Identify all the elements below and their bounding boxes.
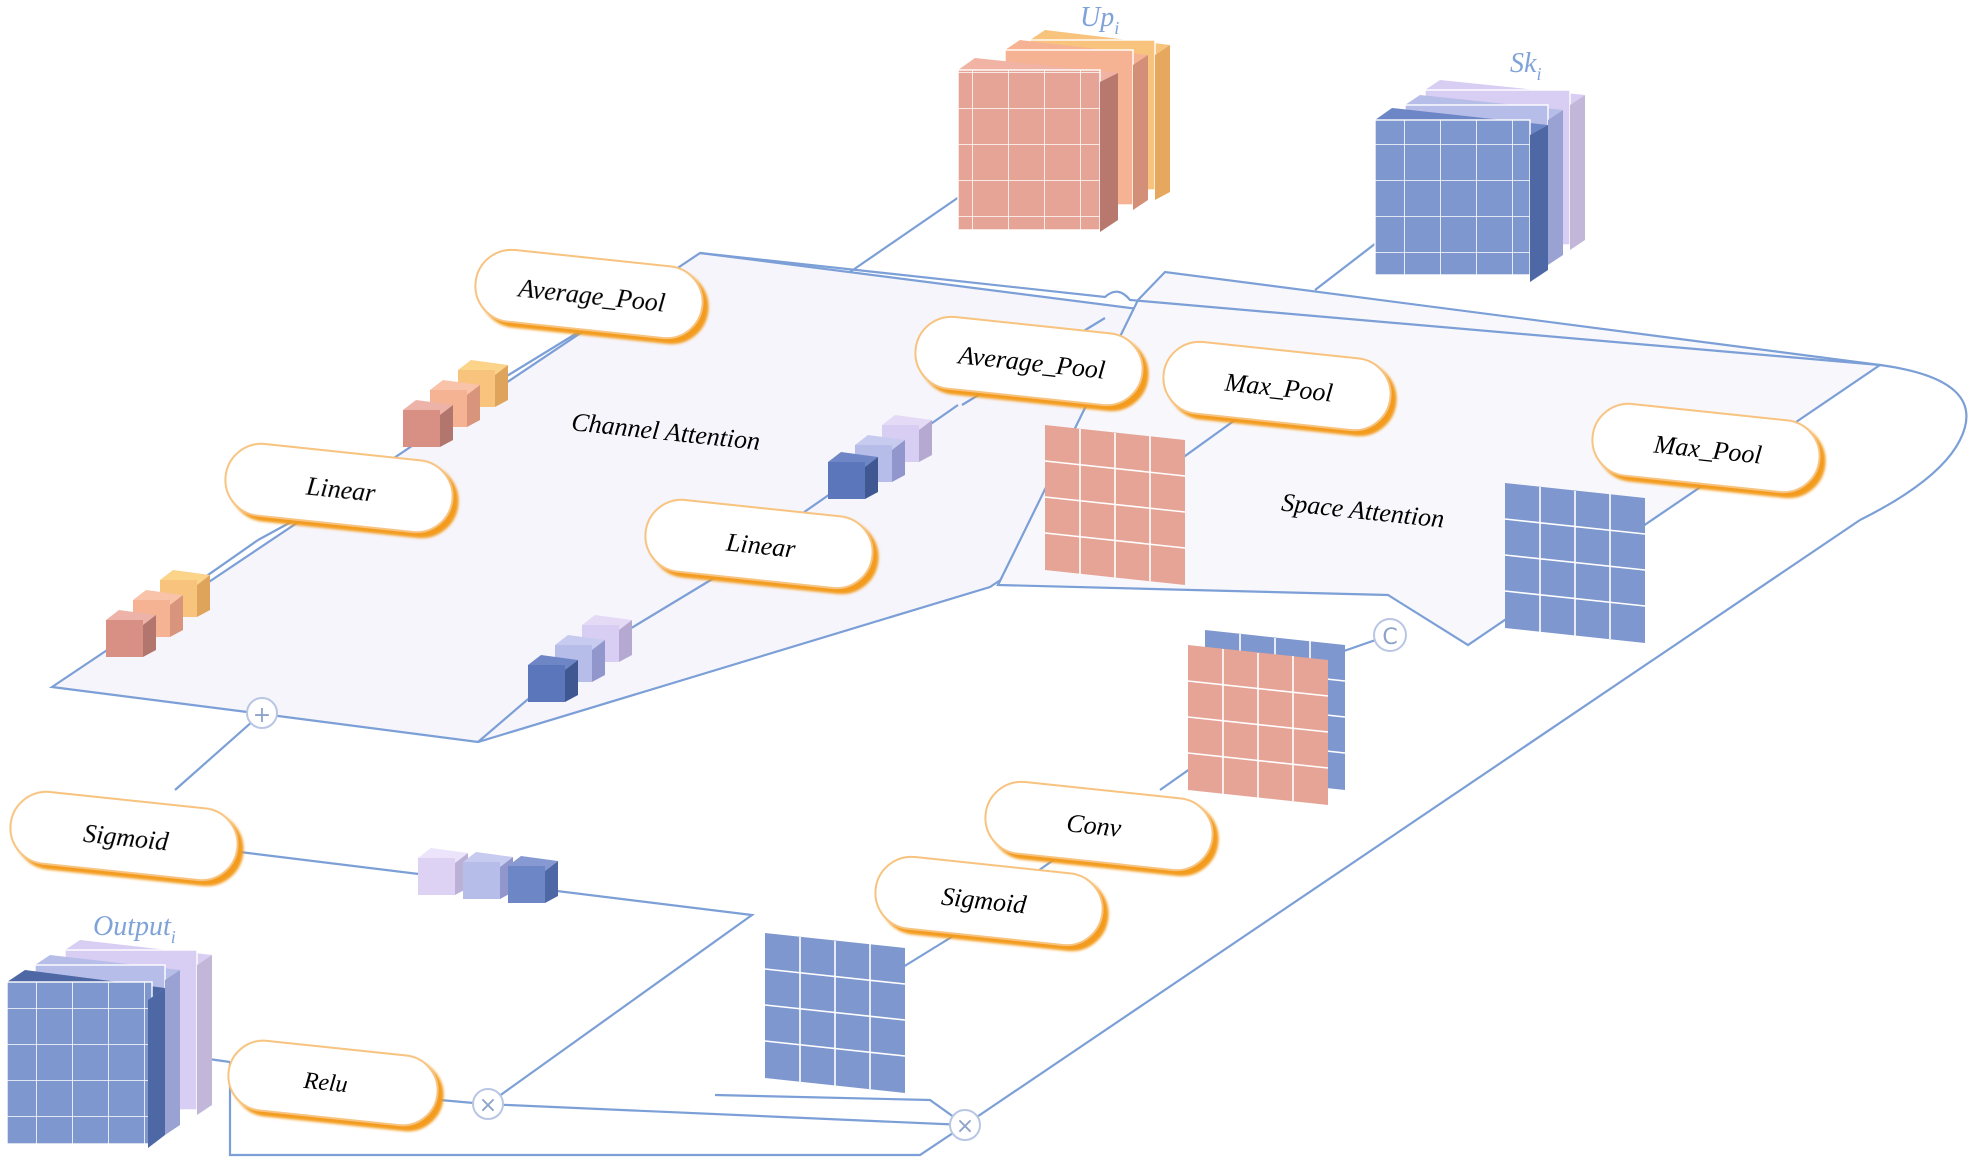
skip-title: Ski bbox=[1510, 48, 1541, 84]
sigmoid-node-2 bbox=[874, 855, 1104, 947]
svg-text:C: C bbox=[1382, 625, 1397, 650]
channel-weight-vector bbox=[418, 848, 558, 903]
output-feature-block bbox=[6, 940, 212, 1148]
svg-text:×: × bbox=[479, 1093, 497, 1118]
max-pool-node-2 bbox=[1591, 402, 1821, 494]
pooled-vector-warm-1 bbox=[403, 360, 508, 447]
conv-node bbox=[984, 780, 1214, 872]
pooled-vector-cool-2 bbox=[528, 615, 632, 702]
pooled-vector-cool-1 bbox=[828, 415, 932, 499]
space-map-pink bbox=[1044, 425, 1186, 585]
concat-operator: C bbox=[1373, 618, 1407, 652]
linear-node-1 bbox=[224, 442, 454, 534]
up-title: Upi bbox=[1080, 2, 1119, 38]
skip-feature-block bbox=[1374, 80, 1585, 282]
multiply-operator-2: × bbox=[949, 1109, 981, 1141]
output-title: Outputi bbox=[93, 911, 176, 947]
relu-node bbox=[227, 1039, 439, 1127]
relu-label: Relu bbox=[302, 1068, 349, 1099]
avg-pool-node-1 bbox=[474, 248, 704, 340]
svg-text:×: × bbox=[956, 1114, 974, 1139]
space-weight-map bbox=[764, 933, 906, 1093]
linear-node-2 bbox=[644, 498, 874, 590]
sigmoid-node-1 bbox=[9, 790, 239, 882]
space-map-blue bbox=[1504, 483, 1646, 643]
max-pool-node-1 bbox=[1162, 340, 1392, 432]
pooled-vector-warm-2 bbox=[106, 570, 210, 657]
multiply-operator-1: × bbox=[472, 1088, 504, 1120]
avg-pool-node-2 bbox=[914, 315, 1144, 407]
add-operator: + bbox=[246, 697, 278, 729]
up-feature-block bbox=[957, 30, 1170, 232]
svg-text:+: + bbox=[253, 703, 271, 728]
concat-maps bbox=[1187, 630, 1346, 805]
conv-label: Conv bbox=[1065, 808, 1123, 843]
